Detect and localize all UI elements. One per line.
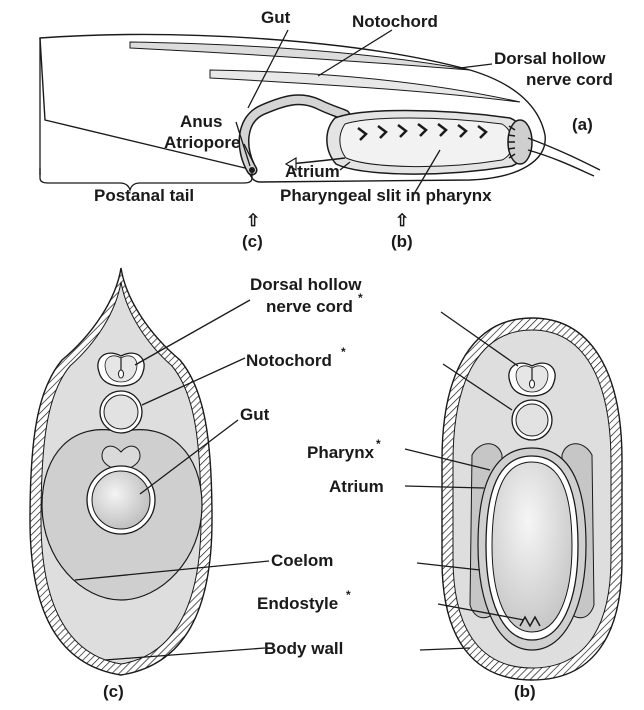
cross-section-b: (b): [442, 318, 622, 701]
label-gut-top: Gut: [261, 8, 291, 27]
label-atrium-top: Atrium: [285, 162, 340, 181]
notochord-c: [100, 391, 142, 433]
nerve-cord-c: [98, 353, 144, 386]
label-postanal-tail: Postanal tail: [94, 186, 194, 205]
label-dorsal-cord-top-2: nerve cord: [526, 70, 613, 89]
label-dorsal-cord-top-1: Dorsal hollow: [494, 49, 606, 68]
label-dorsal-cord-1: Dorsal hollow: [250, 275, 362, 294]
label-coelom: Coelom: [271, 551, 333, 570]
asterisk-dorsal-cord: *: [358, 291, 363, 305]
label-body-wall: Body wall: [264, 639, 343, 658]
asterisk-pharynx: *: [376, 437, 381, 451]
label-pharynx: Pharynx: [307, 443, 375, 462]
label-dorsal-cord-2: nerve cord: [266, 297, 353, 316]
nerve-cord-b: [509, 363, 555, 396]
label-section-b: (b): [514, 682, 536, 701]
label-atrium: Atrium: [329, 477, 384, 496]
label-pharyngeal-slit: Pharyngeal slit in pharynx: [280, 186, 492, 205]
label-notochord-top: Notochord: [352, 12, 438, 31]
pharynx-basket: [327, 111, 600, 177]
label-gut: Gut: [240, 405, 270, 424]
notochord-b: [512, 400, 552, 440]
atrium-pharynx-b: [478, 448, 586, 650]
lancelet-side-view: Gut Notochord Dorsal hollow nerve cord A…: [40, 8, 613, 251]
section-arrow-c-icon: ⇧: [246, 211, 260, 230]
label-notochord: Notochord: [246, 351, 332, 370]
label-atriopore: Atriopore: [164, 133, 241, 152]
cross-section-c: (c): [30, 268, 212, 701]
label-arrow-c: (c): [242, 232, 263, 251]
label-arrow-b: (b): [391, 232, 413, 251]
asterisk-endostyle: *: [346, 588, 351, 602]
asterisk-notochord: *: [341, 345, 346, 359]
label-anus: Anus: [180, 112, 223, 131]
label-endostyle: Endostyle: [257, 594, 338, 613]
label-section-c: (c): [103, 682, 124, 701]
label-panel-a: (a): [572, 115, 593, 134]
section-arrow-b-icon: ⇧: [395, 211, 409, 230]
